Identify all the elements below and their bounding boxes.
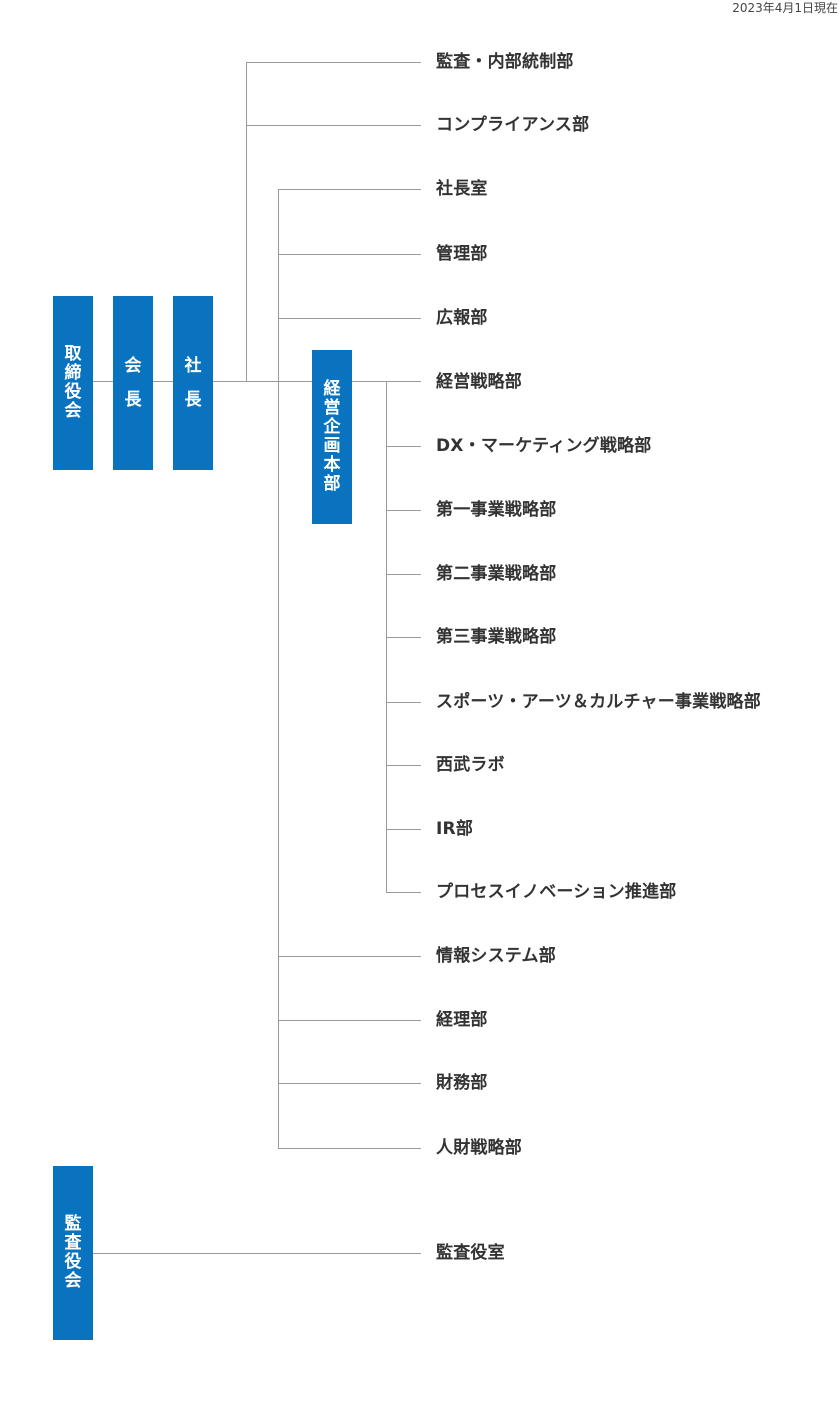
connector-pres-1 [278, 254, 421, 255]
connector-plan-1 [386, 446, 421, 447]
connector-president-out [213, 381, 312, 382]
dept-label: 財務部 [436, 1073, 488, 1093]
connector-upper-0 [246, 62, 421, 63]
dept-label: 経理部 [436, 1010, 488, 1030]
dept-label: 経営戦略部 [436, 372, 522, 392]
president-trunk [278, 189, 279, 1148]
dept-label: 監査役室 [436, 1243, 505, 1263]
as-of-date: 2023年4月1日現在 [732, 1, 838, 15]
dept-label: 人財戦略部 [436, 1138, 522, 1158]
connector-pres-4 [278, 1020, 421, 1021]
connector-plan-4 [386, 637, 421, 638]
connector-plan-2 [386, 510, 421, 511]
dept-label: プロセスイノベーション推進部 [436, 882, 677, 902]
upper-trunk [246, 62, 247, 382]
dept-label: 広報部 [436, 308, 488, 328]
connector-pres-6 [278, 1148, 421, 1149]
corporate-planning-box: 経営企画本部 [312, 350, 352, 524]
connector-pres-0 [278, 189, 421, 190]
dept-label: 監査・内部統制部 [436, 52, 574, 72]
audit-board-label: 監査役会 [64, 1214, 82, 1291]
corporate-planning-label: 経営企画本部 [323, 379, 341, 494]
planning-trunk [386, 381, 387, 892]
connector-board-president [93, 381, 113, 382]
audit-board-box: 監査役会 [53, 1166, 93, 1340]
chairman-box: 会長 [113, 296, 153, 470]
connector-plan-3 [386, 574, 421, 575]
connector-pres-5 [278, 1083, 421, 1084]
dept-label: IR部 [436, 819, 474, 839]
dept-label: 情報システム部 [436, 946, 556, 966]
dept-label: DX・マーケティング戦略部 [436, 436, 652, 456]
connector-chairman-president [153, 381, 173, 382]
dept-label: 第一事業戦略部 [436, 500, 557, 520]
dept-label: 社長室 [436, 179, 488, 199]
connector-pres-3 [278, 956, 421, 957]
connector-plan-7 [386, 829, 421, 830]
connector-upper-1 [246, 125, 421, 126]
board-of-directors-box: 取締役会 [53, 296, 93, 470]
dept-label: 管理部 [436, 244, 488, 264]
chairman-label: 会長 [124, 356, 142, 410]
connector-pres-2 [278, 318, 421, 319]
dept-label: 第三事業戦略部 [436, 627, 557, 647]
dept-label: スポーツ・アーツ＆カルチャー事業戦略部 [436, 692, 761, 712]
dept-label: 第二事業戦略部 [436, 564, 557, 584]
dept-label: 西武ラボ [436, 755, 505, 775]
board-of-directors-label: 取締役会 [64, 344, 82, 421]
connector-plan-6 [386, 765, 421, 766]
dept-label: コンプライアンス部 [436, 115, 590, 135]
connector-plan-8 [386, 892, 421, 893]
connector-plan-5 [386, 702, 421, 703]
president-box: 社長 [173, 296, 213, 470]
connector-audit [93, 1253, 421, 1254]
president-label: 社長 [184, 356, 202, 410]
